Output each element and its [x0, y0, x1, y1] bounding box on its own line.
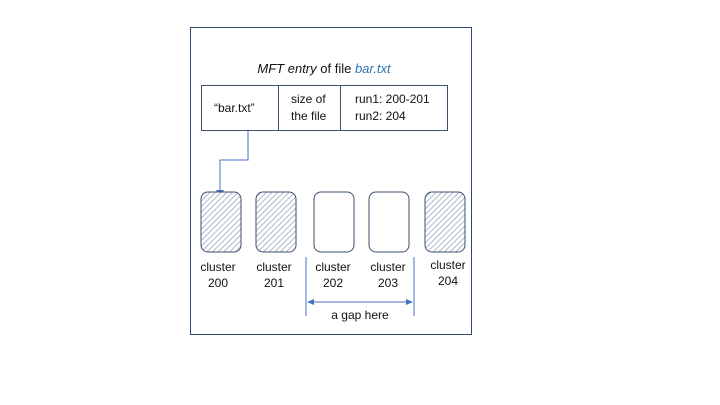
cluster-box-203: [368, 191, 410, 253]
gap-arrow-head-right: [406, 299, 413, 305]
cluster-label-200: cluster 200: [188, 259, 248, 291]
name-cell: “bar.txt”: [202, 86, 279, 130]
cluster-word: cluster: [200, 260, 236, 274]
cluster-number: 200: [207, 276, 229, 290]
cluster-number: 202: [322, 276, 344, 290]
cluster-label-202: cluster 202: [303, 259, 363, 291]
run1-text: run1: 200-201: [355, 92, 430, 106]
diagram-frame: [190, 27, 472, 335]
cluster-word: cluster: [315, 260, 351, 274]
gap-arrow-head-left: [307, 299, 314, 305]
cluster-word: cluster: [256, 260, 292, 274]
cluster-word: cluster: [370, 260, 406, 274]
cluster-number: 204: [437, 274, 459, 288]
mft-title-middle: of file: [316, 61, 355, 76]
size-cell-line2: the file: [291, 109, 327, 123]
cluster-box-200: [200, 191, 242, 253]
pointer-arrow-line: [219, 131, 249, 191]
cluster-number: 203: [377, 276, 399, 290]
size-cell-line1: size of: [291, 92, 326, 106]
mft-title: MFT entry of file bar.txt: [200, 61, 448, 76]
gap-label: a gap here: [331, 308, 389, 322]
mft-title-prefix: MFT entry: [257, 61, 317, 76]
cluster-box-201: [255, 191, 297, 253]
cluster-label-204: cluster 204: [418, 257, 478, 289]
mft-file-name: bar.txt: [354, 61, 391, 76]
size-cell: size of the file: [279, 86, 341, 130]
cluster-word: cluster: [430, 258, 466, 272]
cluster-number: 201: [263, 276, 285, 290]
mft-entry-table: “bar.txt” size of the file run1: 200-201…: [201, 85, 448, 131]
runs-cell: run1: 200-201 run2: 204: [341, 86, 447, 130]
cluster-box-202: [313, 191, 355, 253]
cluster-box-204: [424, 191, 466, 253]
cluster-label-203: cluster 203: [358, 259, 418, 291]
name-cell-text: “bar.txt”: [214, 100, 255, 115]
run2-text: run2: 204: [355, 109, 406, 123]
cluster-label-201: cluster 201: [244, 259, 304, 291]
